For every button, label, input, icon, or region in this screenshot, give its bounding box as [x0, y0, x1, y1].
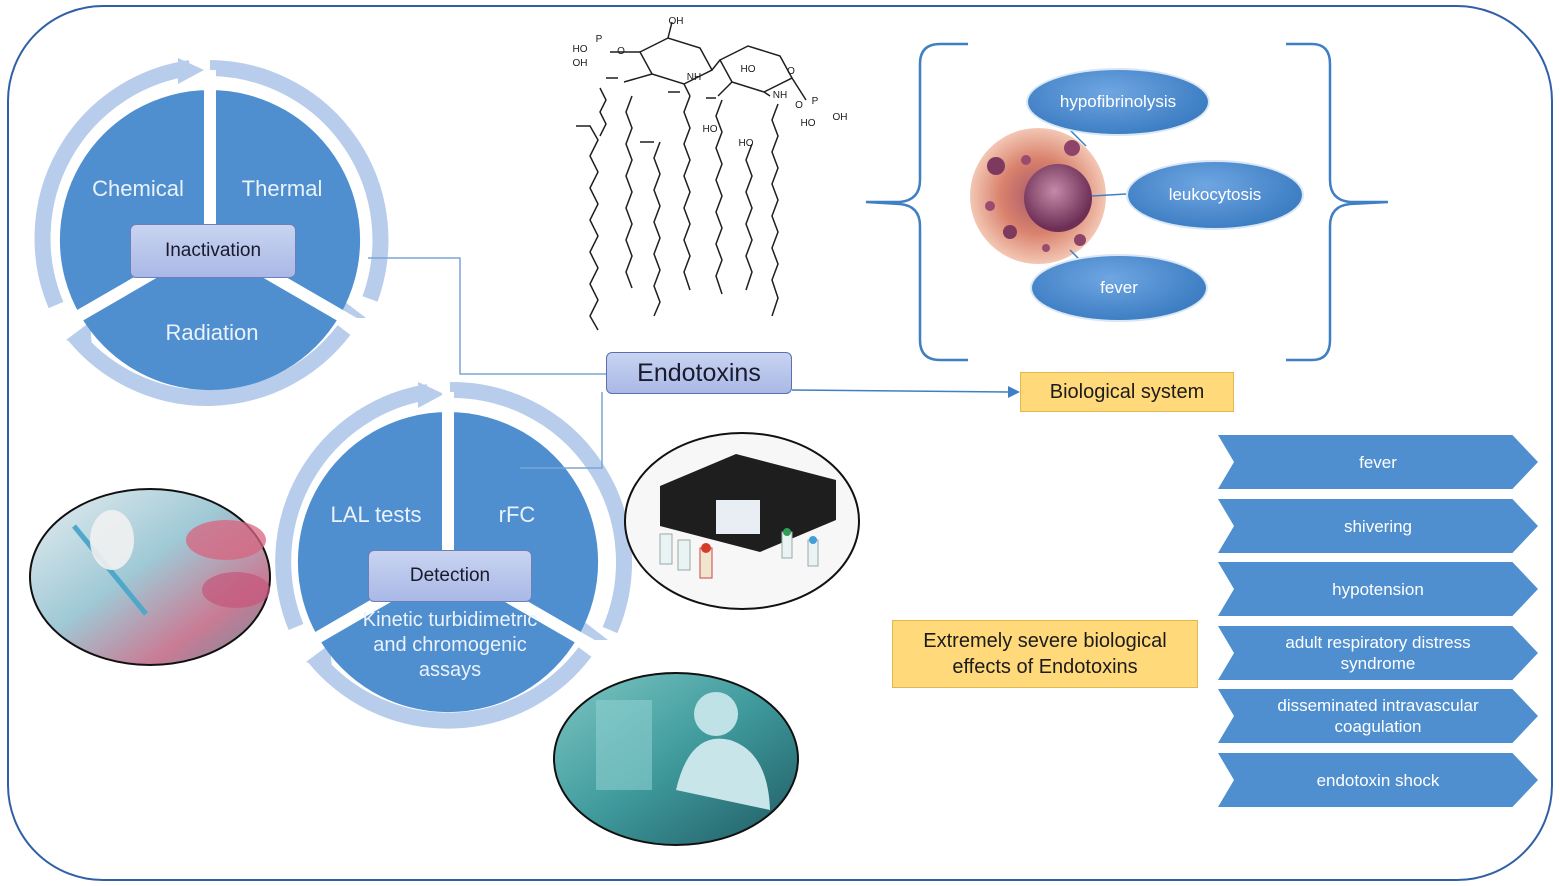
inactivation-method-chemical: Chemical: [92, 176, 184, 201]
atom-label: HO: [572, 44, 588, 55]
inactivation-arrow-ring-3: [34, 60, 192, 309]
inactivation-arrowhead-1: [178, 58, 204, 84]
right-bracket: [1286, 42, 1389, 362]
connector-biological: [791, 389, 1009, 393]
biological-system-box: Biological system: [1020, 372, 1234, 412]
response-fever: fever: [1030, 254, 1208, 322]
photo-lab-pipette: [29, 488, 271, 666]
detection-node: Detection: [368, 550, 532, 602]
detection-arrow-ring-1: [449, 381, 632, 634]
detection-method-rfc: rFC: [498, 502, 536, 527]
response-leukocytosis: leukocytosis: [1126, 160, 1304, 230]
endotoxins-node: Endotoxins: [606, 352, 792, 394]
atom-label: O: [617, 46, 625, 57]
detection-method-kinetic: Kinetic turbidimetric and chromogenic as…: [362, 609, 538, 681]
atom-label: HO: [740, 64, 756, 75]
outer-frame: [7, 5, 1553, 881]
detection-arrow-ring-3: [275, 384, 430, 631]
response-hypofibrinolysis: hypofibrinolysis: [1026, 68, 1210, 136]
atom-label: HO: [702, 124, 718, 135]
photo-test-kit: [624, 432, 860, 610]
atom-label: P: [595, 34, 603, 45]
atom-label: OH: [668, 16, 684, 27]
inactivation-arrowhead-3: [66, 322, 92, 348]
inactivation-method-radiation: Radiation: [165, 320, 259, 345]
inactivation-node: Inactivation: [130, 224, 296, 278]
atom-label: HO: [738, 138, 754, 149]
detection-method-lal: LAL tests: [330, 502, 422, 527]
lipid-a-molecule: [576, 21, 807, 331]
effect-endotoxin-shock: endotoxin shock: [1218, 753, 1538, 807]
effect-shivering: shivering: [1218, 499, 1538, 553]
severe-effects-box: Extremely severe biological effects of E…: [892, 620, 1198, 688]
atom-label: O: [795, 100, 803, 111]
effect-hypotension: hypotension: [1218, 562, 1538, 616]
effect-ards: adult respiratory distress syndrome: [1218, 626, 1538, 680]
atom-label: O: [787, 66, 795, 77]
connector-detection: [520, 392, 603, 469]
blood-cell-illustration: [970, 119, 1127, 269]
atom-label: HO: [800, 118, 816, 129]
atom-label: NH: [686, 72, 702, 83]
detection-arrow-ring-2: [307, 647, 592, 729]
effect-dic: disseminated intravascular coagulation: [1218, 689, 1538, 743]
left-bracket: [865, 42, 968, 362]
connector-inactivation: [368, 257, 606, 375]
inactivation-arrow-ring-1: [209, 60, 389, 302]
atom-label: OH: [832, 112, 848, 123]
effect-fever: fever: [1218, 435, 1538, 489]
inactivation-method-thermal: Thermal: [241, 176, 323, 201]
atom-label: P: [811, 96, 819, 107]
inactivation-arrow-ring-2: [67, 325, 351, 406]
atom-label: NH: [772, 90, 788, 101]
photo-lab-technician: [553, 672, 799, 846]
atom-label: OH: [572, 58, 588, 69]
